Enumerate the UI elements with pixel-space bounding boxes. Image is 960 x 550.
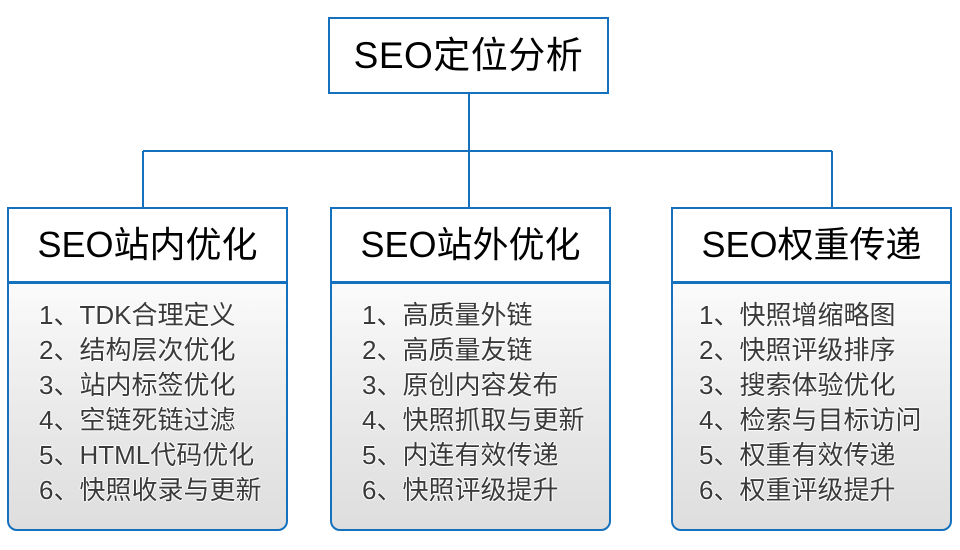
list-item: 5、内连有效传递 <box>362 440 559 470</box>
branch-header-label: SEO站外优化 <box>360 224 581 265</box>
branch-header-seo-weight-transfer[interactable]: SEO权重传递 <box>671 207 952 283</box>
list-item: 3、原创内容发布 <box>362 370 559 400</box>
branch-header-label: SEO站内优化 <box>37 224 258 265</box>
list-item: 6、权重评级提升 <box>699 475 896 505</box>
list-item: 5、HTML代码优化 <box>39 440 255 470</box>
list-item: 2、结构层次优化 <box>39 335 236 365</box>
list-item: 4、检索与目标访问 <box>699 405 922 435</box>
root-node-label: SEO定位分析 <box>353 35 584 76</box>
branch-item-list: 1、TDK合理定义 2、结构层次优化 3、站内标签优化 4、空链死链过滤 5、H… <box>9 298 261 508</box>
list-item: 5、权重有效传递 <box>699 440 896 470</box>
branch-column-seo-weight-transfer: SEO权重传递 1、快照增缩略图 2、快照评级排序 3、搜索体验优化 4、检索与… <box>671 207 952 531</box>
list-item: 3、搜索体验优化 <box>699 370 896 400</box>
list-item: 4、空链死链过滤 <box>39 405 236 435</box>
list-item: 6、快照收录与更新 <box>39 475 262 505</box>
branch-column-seo-onsite: SEO站内优化 1、TDK合理定义 2、结构层次优化 3、站内标签优化 4、空链… <box>7 207 288 531</box>
branch-body-seo-offsite: 1、高质量外链 2、高质量友链 3、原创内容发布 4、快照抓取与更新 5、内连有… <box>330 282 611 531</box>
list-item: 6、快照评级提升 <box>362 475 559 505</box>
branch-header-label: SEO权重传递 <box>701 224 922 265</box>
branch-header-seo-offsite[interactable]: SEO站外优化 <box>330 207 611 283</box>
branch-column-seo-offsite: SEO站外优化 1、高质量外链 2、高质量友链 3、原创内容发布 4、快照抓取与… <box>330 207 611 531</box>
branch-body-seo-onsite: 1、TDK合理定义 2、结构层次优化 3、站内标签优化 4、空链死链过滤 5、H… <box>7 282 288 531</box>
list-item: 1、快照增缩略图 <box>699 300 896 330</box>
list-item: 1、TDK合理定义 <box>39 300 236 330</box>
list-item: 1、高质量外链 <box>362 300 533 330</box>
root-node[interactable]: SEO定位分析 <box>328 17 609 94</box>
branch-header-seo-onsite[interactable]: SEO站内优化 <box>7 207 288 283</box>
branch-item-list: 1、高质量外链 2、高质量友链 3、原创内容发布 4、快照抓取与更新 5、内连有… <box>332 298 584 508</box>
list-item: 2、高质量友链 <box>362 335 533 365</box>
list-item: 2、快照评级排序 <box>699 335 896 365</box>
branch-body-seo-weight-transfer: 1、快照增缩略图 2、快照评级排序 3、搜索体验优化 4、检索与目标访问 5、权… <box>671 282 952 531</box>
branch-item-list: 1、快照增缩略图 2、快照评级排序 3、搜索体验优化 4、检索与目标访问 5、权… <box>673 298 921 508</box>
list-item: 3、站内标签优化 <box>39 370 236 400</box>
list-item: 4、快照抓取与更新 <box>362 405 585 435</box>
